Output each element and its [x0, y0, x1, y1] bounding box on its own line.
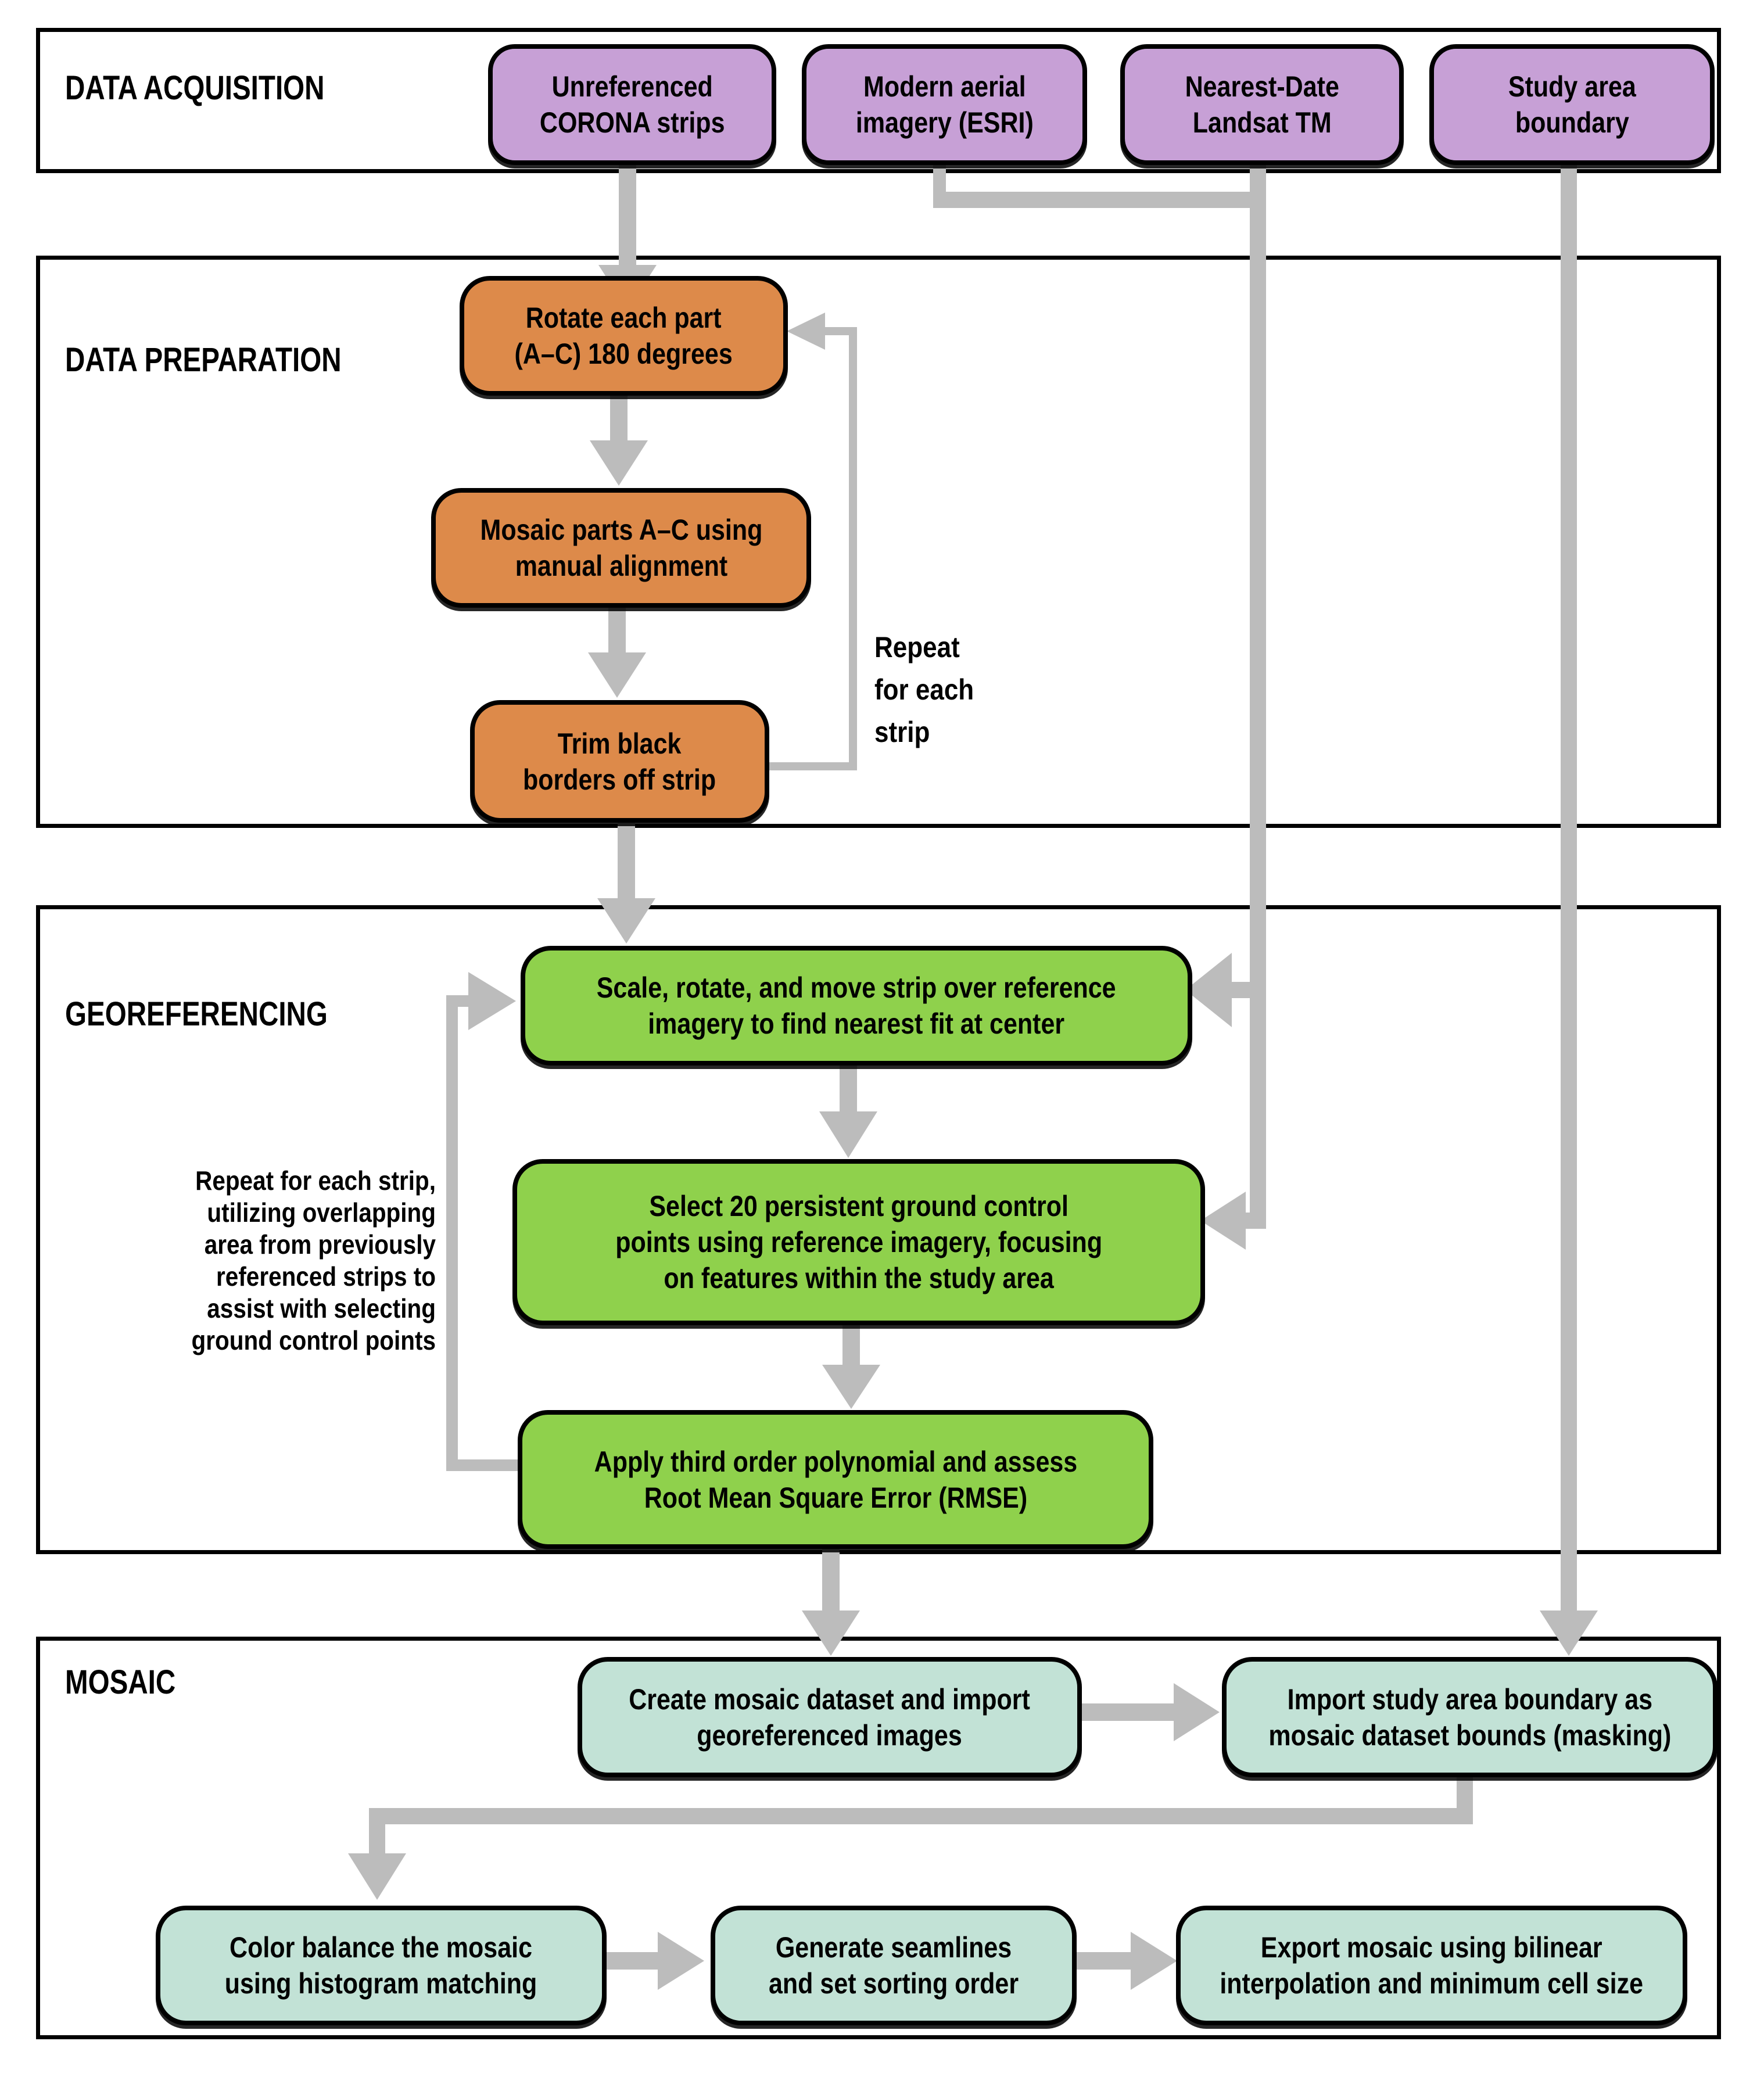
label-mosaic: MOSAIC — [65, 1663, 176, 1701]
arrow-reference-to-select — [1200, 1192, 1266, 1250]
line-import-elbow-bar — [369, 1808, 1473, 1853]
arrow-geo-loop-head — [458, 972, 516, 1030]
box-scale-rotate-move-strip: Scale, rotate, and move strip over refer… — [521, 946, 1192, 1066]
label-georeferencing: GEOREFERENCING — [65, 995, 328, 1033]
label-data-acquisition: DATA ACQUISITION — [65, 69, 325, 107]
box-label: Rotate each part(A–C) 180 degrees — [514, 302, 733, 370]
arrow-create-to-import — [1078, 1683, 1220, 1741]
arrow-seam-to-export — [1071, 1932, 1177, 1990]
note-repeat-utilizing-overlap: Repeat for each strip,utilizing overlapp… — [191, 1165, 436, 1355]
box-rotate-each-part: Rotate each part(A–C) 180 degrees — [460, 276, 788, 396]
box-label: Scale, rotate, and move strip over refer… — [597, 971, 1116, 1040]
arrow-color-to-seam — [601, 1932, 704, 1990]
arrow-select-to-apply — [822, 1316, 880, 1409]
arrow-rotate-to-mosaicparts — [590, 386, 648, 486]
arrow-prep-loop-head — [787, 313, 857, 350]
line-geo-loop — [446, 995, 518, 1471]
arrow-scale-to-select — [819, 1056, 877, 1158]
arrow-corona-to-rotate — [598, 156, 657, 310]
arrow-boundary-to-import — [1540, 156, 1598, 1656]
line-modern-merge-bar — [933, 192, 1266, 208]
arrow-mosaicparts-to-trim — [588, 598, 646, 698]
arrow-import-elbow-head — [348, 1853, 406, 1900]
label-data-preparation: DATA PREPARATION — [65, 341, 342, 379]
section-data-preparation — [36, 256, 1721, 828]
line-reference-imagery — [1250, 156, 1266, 1229]
line-modern-stub — [933, 156, 946, 200]
arrow-trim-to-scale — [597, 813, 655, 944]
arrow-apply-to-create — [802, 1540, 860, 1656]
arrow-reference-to-scale — [1185, 953, 1266, 1027]
